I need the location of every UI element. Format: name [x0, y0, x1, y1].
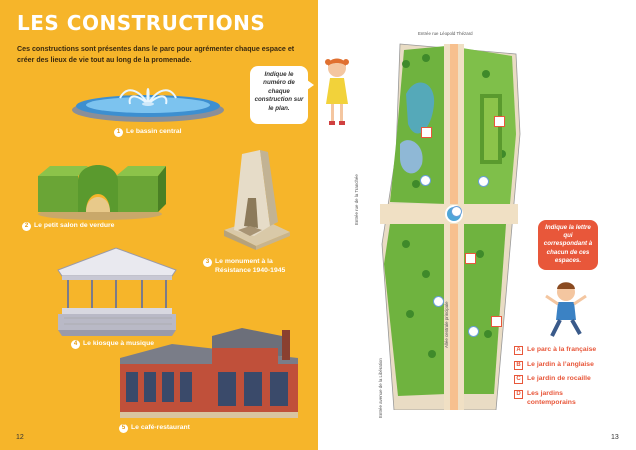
kiosk-illustration	[57, 247, 177, 336]
legend-letter-box: A	[514, 346, 523, 355]
construction-label-5: 5 Le café-restaurant	[119, 424, 190, 433]
park-map	[380, 43, 521, 410]
construction-number: 5	[119, 424, 128, 433]
construction-number: 2	[22, 222, 31, 231]
monument-illustration	[224, 150, 290, 250]
legend-item-c: C Le jardin de rocaille	[514, 375, 591, 384]
legend-item-d: D Les jardins contemporains	[514, 390, 576, 407]
cafe-restaurant-illustration	[120, 328, 298, 418]
construction-label-1: 1 Le bassin central	[114, 128, 182, 137]
answer-circle-map[interactable]	[478, 176, 489, 187]
construction-number: 3	[203, 258, 212, 267]
page-title: LES CONSTRUCTIONS	[17, 11, 266, 35]
legend-item-a: A Le parc à la française	[514, 346, 596, 355]
construction-name: Le bassin central	[126, 128, 182, 135]
legend-letter-box: C	[514, 375, 523, 384]
girl-illustration	[316, 0, 317, 1]
answer-circle-map[interactable]	[433, 296, 444, 307]
legend-label: Le jardin de rocaille	[527, 375, 591, 382]
legend-label: Le jardin à l’anglaise	[527, 361, 594, 368]
answer-box-map[interactable]	[465, 253, 476, 264]
girl-character-illustration	[325, 58, 349, 125]
construction-number: 4	[71, 340, 80, 349]
construction-label-4: 4 Le kiosque à musique	[71, 340, 154, 349]
left-page: LES CONSTRUCTIONS Ces constructions sont…	[0, 0, 318, 450]
answer-circle-map[interactable]	[451, 206, 462, 217]
street-label-top: Entrée rue Léopold Thézard	[418, 31, 473, 36]
legend-letter-box: D	[514, 390, 523, 399]
construction-number: 1	[114, 128, 123, 137]
construction-label-2: 2 Le petit salon de verdure	[22, 222, 114, 231]
intro-text: Ces constructions sont présentes dans le…	[17, 45, 295, 64]
hedge-salon-illustration	[38, 165, 166, 220]
answer-box-map[interactable]	[491, 316, 502, 327]
construction-name: Le kiosque à musique	[83, 340, 155, 347]
answer-box-map[interactable]	[421, 127, 432, 138]
answer-box-map[interactable]	[494, 116, 505, 127]
legend-letter-box: B	[514, 361, 523, 370]
legend-item-b: B Le jardin à l’anglaise	[514, 361, 594, 370]
street-label-bottom: Entrée avenue de la Libération	[378, 358, 383, 418]
construction-name: Le café-restaurant	[131, 424, 190, 431]
fountain-illustration	[72, 88, 224, 122]
street-label-center: Allée centrale principale	[444, 301, 449, 348]
construction-name: Le petit salon de verdure	[34, 222, 115, 229]
street-label-left: Entrée rue de la Tranchée	[354, 174, 359, 225]
boy-character-illustration	[545, 282, 587, 337]
page-number-right: 13	[611, 434, 619, 441]
speech-bubble-instruction-right: Indique la lettre qui correspondant à ch…	[538, 220, 598, 270]
construction-name: Le monument à la Résistance 1940-1945	[215, 258, 286, 274]
construction-label-3: 3 Le monument à la Résistance 1940-1945	[203, 258, 285, 275]
legend-label: Les jardins contemporains	[527, 390, 576, 406]
answer-circle-map[interactable]	[420, 175, 431, 186]
answer-circle-map[interactable]	[468, 326, 479, 337]
page-number: 12	[16, 434, 24, 441]
legend-label: Le parc à la française	[527, 346, 597, 353]
speech-bubble-instruction: Indique le numéro de chaque construction…	[250, 66, 314, 124]
